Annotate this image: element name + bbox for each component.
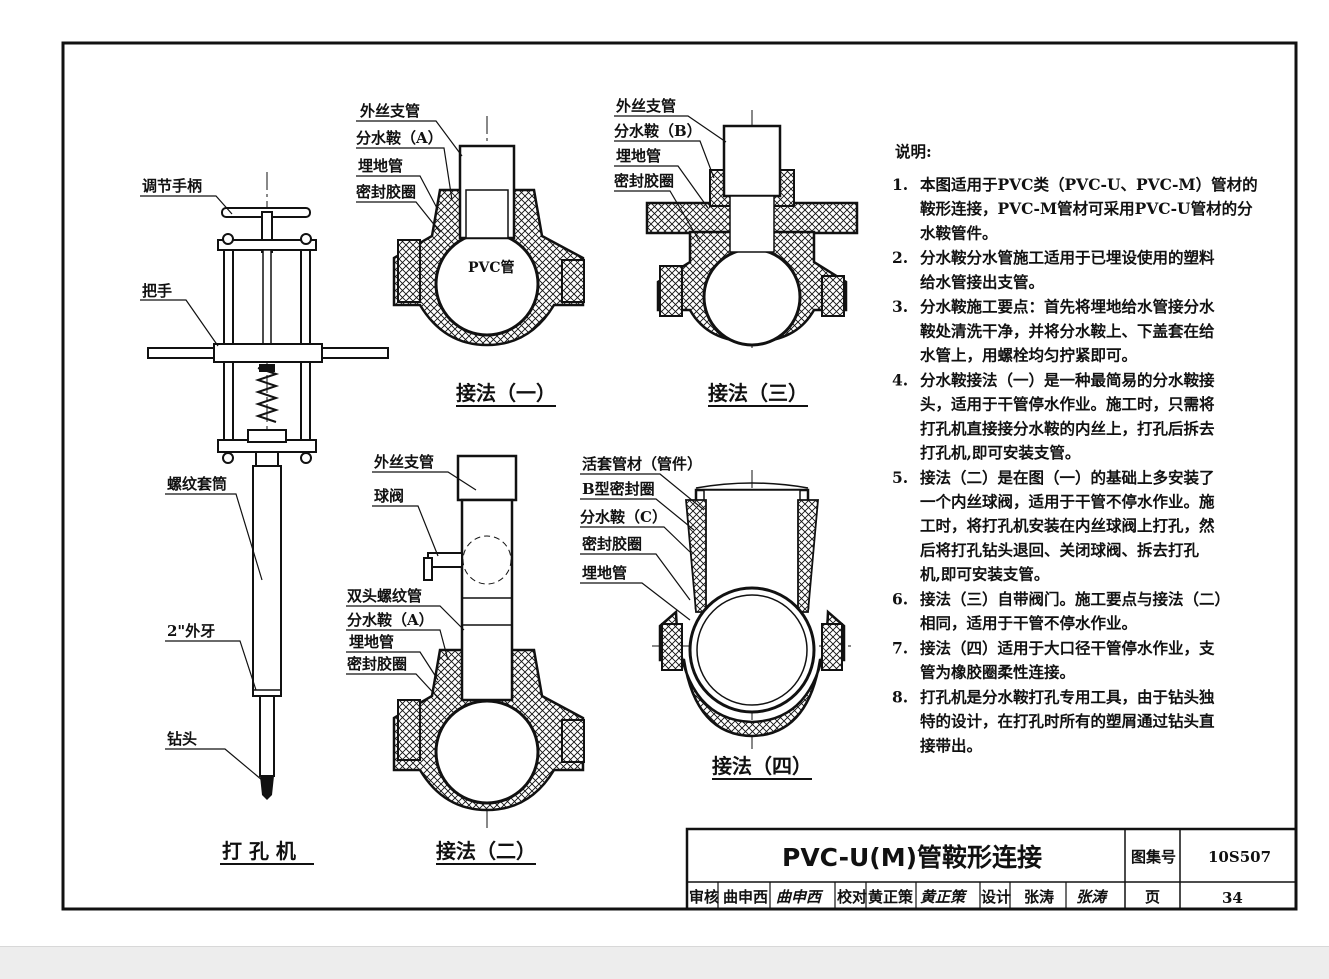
m2-label-valve: 球阀 — [374, 487, 404, 505]
atlas-number: 10S507 — [1208, 848, 1271, 866]
method1-diagram — [392, 116, 585, 348]
note-line: 鞍形连接，PVC-M管材可采用PVC-U管材的分 — [920, 199, 1253, 218]
note-number: 5. — [892, 468, 908, 487]
note-number: 2. — [892, 248, 908, 267]
note-line: 分水鞍分水管施工适用于已埋设使用的塑料 — [920, 248, 1215, 267]
label-drill-bit: 钻头 — [167, 730, 197, 748]
label-handle-adjust: 调节手柄 — [142, 177, 202, 195]
title-block-frame — [685, 827, 1298, 911]
note-line: 给水管接出支管。 — [920, 272, 1044, 291]
m4-label-socket: 活套管材（管件） — [582, 455, 702, 473]
check-label: 校对 — [837, 888, 867, 906]
review-label: 审核 — [689, 888, 719, 906]
method2-diagram — [392, 454, 585, 830]
method4-leaders — [580, 473, 705, 621]
caption-drill: 打 孔 机 — [222, 839, 296, 863]
note-line: 后将打孔钻头退回、关闭球阀、拆去打孔 — [920, 540, 1200, 559]
drawing-sheet: 调节手柄 把手 螺纹套筒 2"外牙 钻头 打 孔 机 外丝支管 分水鞍（A） 埋… — [0, 0, 1329, 946]
m2-label-buried: 埋地管 — [349, 633, 394, 651]
method4-diagram — [652, 470, 852, 750]
checker-signature: 黄正策 — [920, 888, 968, 906]
drawing-title: PVC-U(M)管鞍形连接 — [782, 843, 1042, 872]
note-line: 特的设计，在打孔时所有的塑屑通过钻头直 — [920, 712, 1215, 731]
m2-label-double-nipple: 双头螺纹管 — [347, 587, 422, 605]
caption-method3: 接法（三） — [708, 381, 808, 405]
note-number: 7. — [892, 638, 908, 657]
note-line: 分水鞍施工要点：首先将埋地给水管接分水 — [920, 297, 1215, 316]
note-line: 头，适用于干管停水作业。施工时，只需将 — [920, 395, 1215, 414]
m3-label-branch: 外丝支管 — [615, 97, 676, 115]
m4-label-buried: 埋地管 — [582, 564, 627, 582]
method3-leaders — [614, 115, 727, 243]
m3-label-saddle: 分水鞍（B） — [614, 122, 702, 140]
m1-label-branch: 外丝支管 — [359, 102, 420, 120]
note-line: 机,即可安装支管。 — [920, 565, 1049, 584]
note-line: 接法（四）适用于大口径干管停水作业，支 — [920, 638, 1215, 657]
m2-label-saddle: 分水鞍（A） — [347, 611, 434, 629]
page-label: 页 — [1145, 888, 1160, 906]
note-line: 接法（三）自带阀门。施工要点与接法（二） — [920, 589, 1230, 608]
designer-name: 张涛 — [1024, 888, 1054, 906]
m2-label-branch: 外丝支管 — [373, 453, 434, 471]
designer-signature: 张涛 — [1076, 888, 1109, 906]
sheet-frame — [61, 41, 1298, 911]
label-thread-sleeve: 螺纹套筒 — [167, 475, 227, 493]
method3-diagram — [645, 110, 859, 348]
reviewer-signature: 曲申西 — [776, 888, 824, 906]
note-number: 3. — [892, 297, 908, 316]
m1-label-pipe: PVC管 — [468, 259, 515, 276]
reviewer-name: 曲申西 — [723, 888, 768, 906]
note-line: 打孔机是分水鞍打孔专用工具，由于钻头独 — [920, 687, 1215, 706]
note-line: 打孔机,即可安装支管。 — [920, 443, 1080, 462]
design-label: 设计 — [981, 888, 1011, 906]
note-line: 一个内丝球阀，适用于干管不停水作业。施 — [920, 492, 1215, 511]
note-line: 分水鞍接法（一）是一种最简易的分水鞍接 — [920, 370, 1215, 389]
checker-name: 黄正策 — [868, 888, 914, 906]
caption-method1: 接法（一） — [456, 381, 556, 405]
notes-section: 说明: 1. 本图适用于PVC类（PVC-U、PVC-M）管材的鞍形连接，PVC-… — [892, 142, 1258, 755]
atlas-label: 图集号 — [1131, 848, 1176, 866]
note-line: 水鞍管件。 — [920, 223, 998, 242]
m3-label-buried: 埋地管 — [616, 147, 661, 165]
note-number: 8. — [892, 687, 908, 706]
caption-method4: 接法（四） — [712, 754, 812, 778]
m4-label-saddle: 分水鞍（C） — [580, 508, 667, 526]
m1-label-seal: 密封胶圈 — [356, 183, 416, 201]
m2-label-seal: 密封胶圈 — [347, 655, 407, 673]
m4-label-seal: 密封胶圈 — [582, 535, 642, 553]
note-line: 管为橡胶圈柔性连接。 — [920, 663, 1075, 682]
label-grip: 把手 — [142, 282, 172, 300]
note-line: 打孔机直接接分水鞍的内丝上，打孔后拆去 — [920, 419, 1215, 438]
note-number: 6. — [892, 589, 908, 608]
note-line: 水管上，用螺栓均匀拧紧即可。 — [920, 346, 1137, 365]
note-line: 本图适用于PVC类（PVC-U、PVC-M）管材的 — [920, 175, 1258, 194]
label-male-thread: 2"外牙 — [167, 622, 215, 640]
note-number: 1. — [892, 175, 908, 194]
drill-machine — [147, 172, 389, 800]
method2-leaders — [346, 471, 477, 701]
note-line: 接带出。 — [920, 736, 982, 755]
drawing-canvas: 调节手柄 把手 螺纹套筒 2"外牙 钻头 打 孔 机 外丝支管 分水鞍（A） 埋… — [61, 41, 1298, 911]
m1-label-saddle: 分水鞍（A） — [356, 129, 443, 147]
drill-leaders — [140, 195, 263, 781]
note-line: 工时，将打孔机安装在内丝球阀上打孔，然 — [920, 516, 1215, 535]
note-number: 4. — [892, 370, 908, 389]
caption-method2: 接法（二） — [436, 839, 536, 863]
notes-heading: 说明: — [895, 142, 932, 161]
note-line: 鞍处清洗干净，并将分水鞍上、下盖套在给 — [920, 321, 1215, 340]
method1-leaders — [356, 120, 463, 233]
m3-label-seal: 密封胶圈 — [614, 172, 674, 190]
page-bottom-margin — [0, 946, 1329, 979]
m1-label-buried: 埋地管 — [358, 157, 403, 175]
m4-label-b-seal: B型密封圈 — [582, 480, 655, 498]
page-number: 34 — [1222, 889, 1243, 907]
note-line: 接法（二）是在图（一）的基础上多安装了 — [920, 468, 1215, 487]
note-line: 相同，适用于干管不停水作业。 — [920, 614, 1137, 633]
